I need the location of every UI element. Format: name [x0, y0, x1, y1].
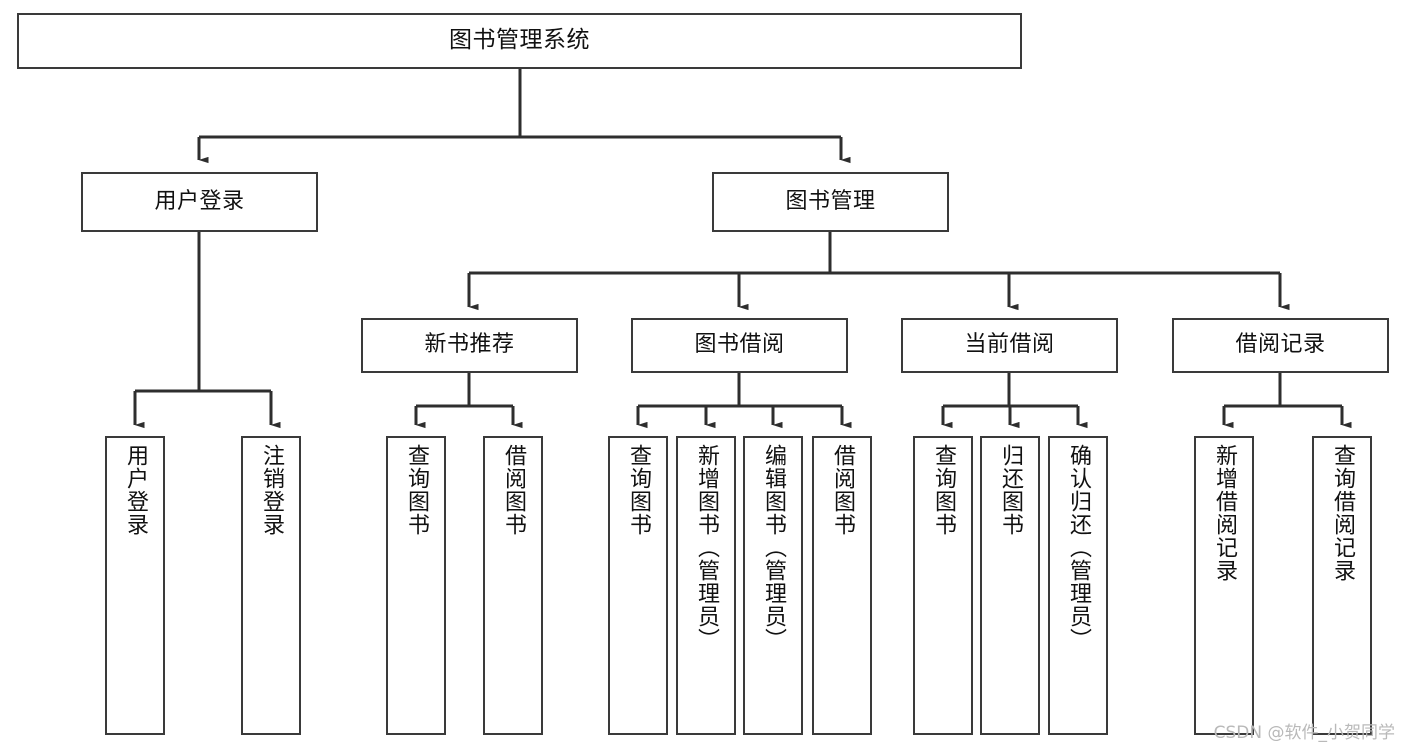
leaf-query-book-current[interactable]: 查询图书: [913, 436, 973, 735]
node-label: 新书推荐: [424, 332, 515, 358]
node-label: 借阅记录: [1235, 332, 1326, 358]
node-label: 新增图书（管理员）: [693, 444, 719, 651]
node-label: 借阅图书: [829, 444, 855, 536]
node-root-book-management-system[interactable]: 图书管理系统: [17, 13, 1022, 69]
leaf-add-book[interactable]: 新增图书（管理员）: [676, 436, 736, 735]
node-label: 编辑图书（管理员）: [760, 444, 786, 651]
leaf-edit-book[interactable]: 编辑图书（管理员）: [743, 436, 803, 735]
csdn-watermark: CSDN @软件_小贺同学: [1213, 723, 1395, 743]
node-label: 图书管理系统: [449, 27, 590, 54]
node-label: 用户登录: [122, 444, 148, 536]
node-label: 图书管理: [785, 188, 876, 214]
node-label: 图书借阅: [694, 332, 785, 358]
node-label: 查询图书: [403, 444, 429, 536]
node-label: 查询图书: [625, 444, 651, 536]
node-new-book-recommend[interactable]: 新书推荐: [361, 318, 578, 373]
node-user-login[interactable]: 用户登录: [81, 172, 318, 232]
node-label: 新增借阅记录: [1211, 444, 1237, 582]
leaf-query-book-borrow[interactable]: 查询图书: [608, 436, 668, 735]
node-label: 归还图书: [997, 444, 1023, 536]
leaf-add-borrow-record[interactable]: 新增借阅记录: [1194, 436, 1254, 735]
leaf-query-book-recommend[interactable]: 查询图书: [386, 436, 446, 735]
node-label: 注销登录: [258, 444, 284, 536]
leaf-borrow-book-recommend[interactable]: 借阅图书: [483, 436, 543, 735]
node-label: 查询借阅记录: [1329, 444, 1355, 582]
leaf-return-book[interactable]: 归还图书: [980, 436, 1040, 735]
node-label: 借阅图书: [500, 444, 526, 536]
node-label: 确认归还（管理员）: [1065, 444, 1091, 651]
leaf-borrow-book[interactable]: 借阅图书: [812, 436, 872, 735]
leaf-user-login[interactable]: 用户登录: [105, 436, 165, 735]
node-book-management[interactable]: 图书管理: [712, 172, 949, 232]
node-label: 查询图书: [930, 444, 956, 536]
node-book-borrow[interactable]: 图书借阅: [631, 318, 848, 373]
leaf-query-borrow-record[interactable]: 查询借阅记录: [1312, 436, 1372, 735]
leaf-logout-login[interactable]: 注销登录: [241, 436, 301, 735]
leaf-confirm-return[interactable]: 确认归还（管理员）: [1048, 436, 1108, 735]
node-label: 当前借阅: [964, 332, 1055, 358]
node-current-borrow[interactable]: 当前借阅: [901, 318, 1118, 373]
node-label: 用户登录: [154, 188, 245, 214]
node-borrow-record[interactable]: 借阅记录: [1172, 318, 1389, 373]
